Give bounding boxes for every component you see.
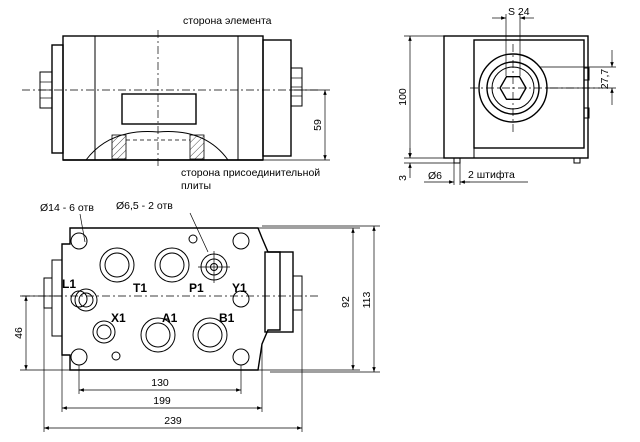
front-view: сторона элемента 59 сторо: [22, 15, 330, 192]
port-A1: [140, 317, 176, 353]
port-T1: [99, 247, 135, 283]
dim-130: 130: [151, 377, 169, 389]
dim-s24: S 24: [508, 6, 530, 18]
port-A1-label: A1: [162, 311, 178, 325]
pin-right: [573, 157, 581, 164]
side-inner-face: [473, 39, 585, 149]
dim-239: 239: [164, 415, 182, 427]
dowel-hole-icon: [188, 234, 198, 244]
hex-socket-icon: [499, 75, 527, 101]
port-P1: [154, 247, 190, 283]
port-L1-label: L1: [62, 277, 76, 291]
port-T1-label: T1: [133, 281, 147, 295]
front-left-cap: [51, 44, 64, 154]
front-body: [62, 35, 264, 161]
dowel-hole-icon: [111, 351, 121, 361]
dim-59: 59: [312, 119, 324, 131]
port-X1: [92, 320, 116, 344]
dim-dia6: Ø6: [428, 170, 442, 182]
mounting-plate: [61, 227, 281, 371]
pin-left: [453, 157, 461, 164]
dim-100: 100: [397, 88, 409, 106]
pins-label: 2 штифта: [468, 169, 515, 181]
dim-113: 113: [361, 291, 373, 308]
port-Y1: [198, 251, 230, 283]
port-L1: [74, 288, 98, 312]
port-B1: [192, 317, 228, 353]
side-body: [443, 35, 589, 159]
dim-92: 92: [340, 296, 352, 308]
port-Y1-label: Y1: [232, 281, 247, 295]
port-P1-label: P1: [189, 281, 204, 295]
side-view: S 24 27,7 100 3 Ø6 2 штифта: [397, 6, 616, 185]
dim-199: 199: [153, 395, 171, 407]
name-plate: [121, 93, 197, 125]
dim-46: 46: [13, 327, 25, 339]
holes-14-label: Ø14 - 6 отв: [40, 202, 94, 214]
holes-6-5-label: Ø6,5 - 2 отв: [116, 200, 173, 212]
element-side-label: сторона элемента: [183, 15, 272, 27]
port-B1-label: B1: [219, 311, 235, 325]
mount-side-label-1: сторона присоединительной: [181, 167, 320, 179]
mounting-face-view: Ø14 - 6 отв Ø6,5 - 2 отв: [13, 200, 380, 432]
mount-side-label-2: плиты: [181, 180, 211, 192]
dim-27-7: 27,7: [599, 69, 611, 90]
dim-3: 3: [397, 175, 409, 181]
front-right-cap: [262, 39, 292, 157]
bottom-right-cap: [264, 251, 294, 333]
port-X1-label: X1: [111, 311, 126, 325]
